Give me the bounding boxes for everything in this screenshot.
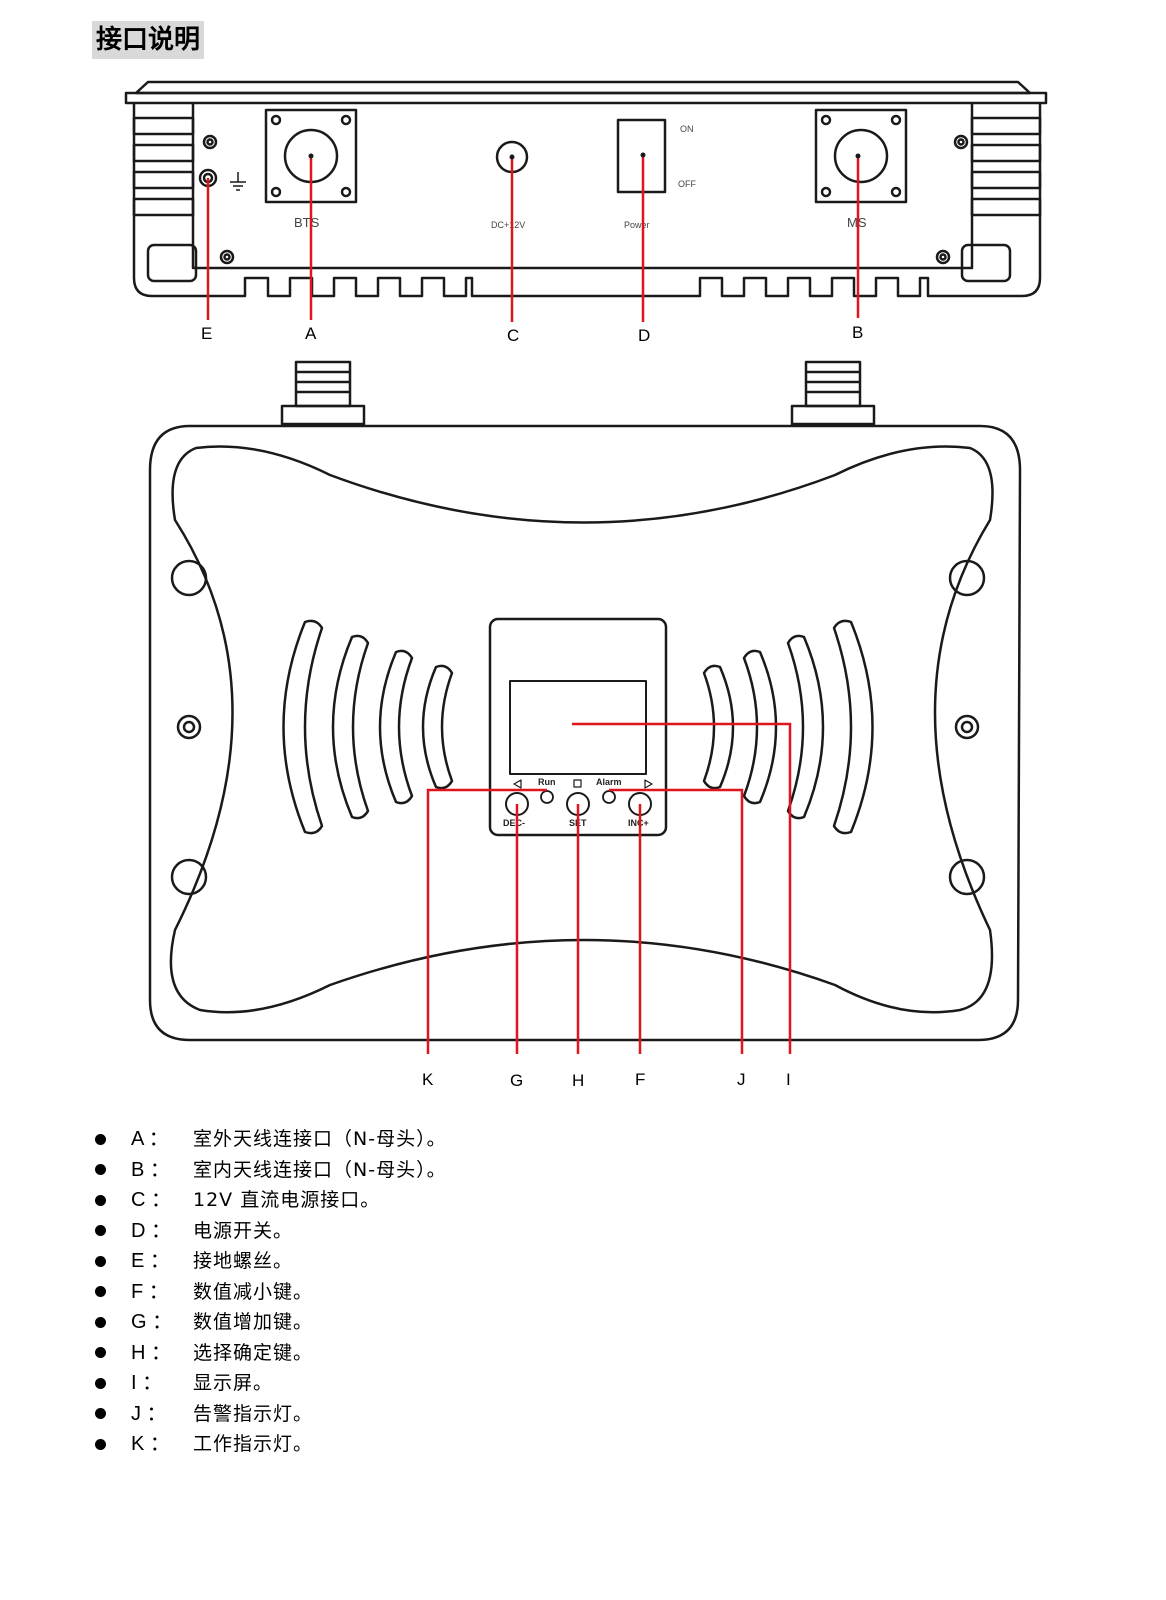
legend-item: G ： 数值增加键。 — [92, 1307, 447, 1338]
bts-port-label: BTS — [294, 215, 320, 230]
power-port-label: Power — [624, 220, 650, 230]
legend-item: J ： 告警指示灯。 — [92, 1399, 447, 1430]
legend-text: 工作指示灯。 — [193, 1433, 314, 1456]
switch-on-label: ON — [680, 124, 694, 134]
legend-text: 接地螺丝。 — [193, 1250, 294, 1273]
bullet-icon — [95, 1316, 106, 1328]
callout-k: K — [422, 1070, 434, 1089]
bullet-icon — [95, 1438, 106, 1450]
bullet-icon — [95, 1133, 106, 1145]
bullet-icon — [95, 1164, 106, 1176]
legend-text: 数值增加键。 — [193, 1311, 314, 1334]
legend-text: 数值减小键。 — [193, 1280, 314, 1303]
legend-text: 室外天线连接口（N-母头）。 — [193, 1128, 447, 1151]
bullet-icon — [95, 1377, 106, 1389]
callout-c: C — [507, 326, 519, 345]
legend-item: F ： 数值减小键。 — [92, 1277, 447, 1308]
legend-letter: B ： — [131, 1158, 170, 1181]
top-panel — [124, 80, 1048, 298]
legend-letter: H ： — [131, 1341, 171, 1364]
page-heading: 接口说明 — [92, 21, 205, 59]
callout-i: I — [786, 1070, 791, 1089]
device-figure: BTS DC+12V Power MS ON OFF Run Alarm DEC… — [124, 80, 1048, 1090]
legend-letter: K ： — [131, 1433, 170, 1456]
callout-g: G — [510, 1071, 523, 1090]
dc-port-label: DC+12V — [491, 220, 525, 230]
bullet-icon — [95, 1255, 106, 1267]
legend-letter: E ： — [131, 1250, 170, 1273]
legend-letter: D ： — [131, 1219, 171, 1242]
legend-letter: C ： — [131, 1189, 171, 1212]
legend-item: D ： 电源开关。 — [92, 1216, 447, 1247]
legend-item: I ： 显示屏。 — [92, 1368, 447, 1399]
bullet-icon — [95, 1194, 106, 1206]
bullet-icon — [95, 1347, 106, 1359]
switch-off-label: OFF — [678, 179, 696, 189]
legend-text: 12V 直流电源接口。 — [193, 1189, 381, 1212]
legend-text: 告警指示灯。 — [193, 1402, 314, 1425]
callout-j: J — [737, 1070, 746, 1089]
front-panel — [148, 360, 1022, 1042]
legend-text: 选择确定键。 — [193, 1341, 314, 1364]
legend-item: C ： 12V 直流电源接口。 — [92, 1185, 447, 1216]
legend-letter: F ： — [131, 1280, 169, 1303]
legend-item: E ： 接地螺丝。 — [92, 1246, 447, 1277]
dec-button-label: DEC- — [503, 818, 525, 828]
callout-f: F — [635, 1070, 645, 1089]
legend-list: A ： 室外天线连接口（N-母头）。 B ： 室内天线连接口（N-母头）。 C ： 1… — [92, 1124, 447, 1460]
callout-a: A — [305, 324, 317, 343]
legend-item: B ： 室内天线连接口（N-母头）。 — [92, 1155, 447, 1186]
legend-text: 室内天线连接口（N-母头）。 — [193, 1158, 447, 1181]
run-indicator-label: Run — [538, 777, 556, 787]
bullet-icon — [95, 1408, 106, 1420]
legend-text: 电源开关。 — [193, 1219, 294, 1242]
bullet-icon — [95, 1286, 106, 1298]
callout-lines — [206, 155, 860, 1054]
callout-h: H — [572, 1071, 584, 1090]
callout-d: D — [638, 326, 650, 345]
legend-item: H ： 选择确定键。 — [92, 1338, 447, 1369]
legend-text: 显示屏。 — [193, 1372, 274, 1395]
inc-button-label: INC+ — [628, 818, 649, 828]
legend-letter: G ： — [131, 1311, 173, 1334]
alarm-indicator-label: Alarm — [596, 777, 622, 787]
legend-letter: J ： — [131, 1402, 167, 1425]
bullet-icon — [95, 1225, 106, 1237]
callout-e: E — [201, 324, 212, 343]
legend-letter: I ： — [131, 1372, 163, 1395]
legend-item: A ： 室外天线连接口（N-母头）。 — [92, 1124, 447, 1155]
callout-b: B — [852, 323, 863, 342]
legend-item: K ： 工作指示灯。 — [92, 1429, 447, 1460]
legend-letter: A ： — [131, 1128, 169, 1151]
